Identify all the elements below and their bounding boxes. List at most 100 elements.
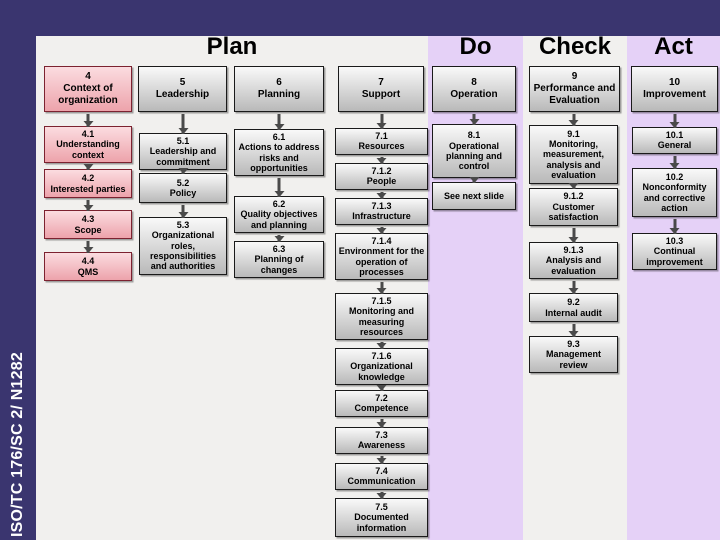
flow-arrow-icon [673,114,676,128]
flow-arrow-icon [472,178,476,183]
box-number: 6.1 [272,132,286,142]
box-label: Leadership and commitment [149,146,217,167]
header-clause-9: 9 Performance and Evaluation [529,66,620,112]
box-number: 7.5 [375,501,388,512]
flow-arrow-icon [181,169,185,174]
flow-arrow-icon [380,157,383,164]
box-number: 10.1 [665,130,684,140]
phase-title-plan: Plan [206,33,258,60]
box-label: Customer satisfaction [548,201,599,223]
box-number: 5.3 [176,220,190,230]
box-number: 7.3 [375,430,388,440]
box-label: Operation [450,89,498,100]
box-label: Quality objectives and planning [240,209,318,230]
box-label: Communication [347,476,416,487]
box-number: 7.1.2 [371,166,392,176]
flow-arrow-icon [380,419,383,428]
box-label: Support [361,89,401,100]
header-clause-10: 10 Improvement [631,66,718,112]
box-clause-10-2: 10.2 Nonconformity and corrective action [632,156,717,217]
box-number: 8 [471,77,477,88]
box-label: See next slide [443,190,505,201]
flow-arrow-icon [472,114,476,125]
box-label: Monitoring and measuring resources [349,306,414,338]
box-clause-9-3: 9.3 Management review [529,324,618,374]
box-label: Planning of changes [254,254,304,275]
box-number: 7.1.4 [371,236,392,246]
flow-arrow-icon [380,227,383,234]
sidebar-vertical-label: ISO/TC 176/SC 2/ N1282 [9,352,26,537]
box-clause-6-1: 6.1 Actions to address risks and opportu… [234,114,324,177]
box-label: Policy [169,188,197,198]
box-number: 9.1.2 [563,191,584,202]
box-label: Awareness [357,440,406,451]
box-label: Internal audit [545,307,602,318]
box-clause-7-1-5: 7.1.5 Monitoring and measuring resources [335,282,428,341]
phase-title-do: Do [459,33,492,60]
box-label: Actions to address risks and opportuniti… [238,142,320,174]
flow-arrow-icon [572,228,575,243]
flow-arrow-icon [673,219,676,234]
box-clause-4-3: 4.3 Scope [44,200,132,239]
box-clause-9-1-3: 9.1.3 Analysis and evaluation [529,228,618,280]
box-clause-7-5: 7.5 Documented information [335,492,428,537]
box-label: Infrastructure [352,211,411,222]
box-label: Leadership [155,89,210,100]
flow-arrow-icon [86,200,90,211]
flow-arrow-icon [380,342,383,349]
box-label: Environment for the operation of process… [338,246,425,278]
flow-arrow-icon [181,205,185,218]
box-clause-7-3: 7.3 Awareness [335,419,428,454]
box-label: General [657,140,692,151]
box-clause-6-3: 6.3 Planning of changes [234,235,324,279]
box-label: Improvement [643,89,706,100]
flow-arrow-icon [380,114,383,129]
box-label: Analysis and evaluation [545,255,602,276]
box-label: Understanding context [56,139,120,160]
flow-arrow-icon [572,184,575,189]
box-label: People [366,176,397,187]
box-clause-5-3: 5.3 Organizational roles, responsibiliti… [139,205,227,275]
box-number: 5.2 [176,177,190,188]
box-label: Competence [354,403,409,414]
box-number: 4.1 [81,129,95,139]
box-clause-7-1-4: 7.1.4 Environment for the operation of p… [335,227,428,281]
box-number: 6.2 [272,199,286,209]
box-clause-7-1: 7.1 Resources [335,114,428,155]
flow-arrow-icon [572,324,575,337]
flow-arrow-icon [572,281,575,294]
phase-title-act: Act [654,33,693,60]
box-number: 4.4 [81,256,95,267]
box-label: Resources [358,141,405,152]
box-label: Scope [74,224,102,235]
box-number: 9.1 [567,128,580,139]
box-label: Organizational knowledge [350,361,413,382]
flow-arrow-icon [380,192,383,199]
box-clause-7-1-3: 7.1.3 Infrastructure [335,192,428,225]
box-number: 7.1 [375,131,388,141]
flow-arrow-icon [572,114,575,126]
box-number: 4.2 [81,173,95,184]
box-number: 6.3 [272,244,286,254]
box-clause-10-3: 10.3 Continual improvement [632,219,717,271]
box-clause-7-2: 7.2 Competence [335,386,428,417]
box-number: 9.1.3 [563,245,584,255]
box-clause-7-1-6: 7.1.6 Organizational knowledge [335,342,428,386]
box-clause-5-1: 5.1 Leadership and commitment [139,114,227,171]
box-number: 8.1 [467,130,481,141]
box-clause-5-2: 5.2 Policy [139,169,227,203]
box-number: 7 [378,77,384,88]
box-label: Interested parties [50,183,126,194]
box-label: Continual improvement [646,246,703,267]
box-number: 10 [668,77,681,88]
box-label: Performance and Evaluation [533,83,616,106]
header-clause-5: 5 Leadership [138,66,227,112]
box-label: Monitoring, measurement, analysis and ev… [542,138,605,181]
header-clause-7: 7 Support [338,66,424,112]
header-clause-6: 6 Planning [234,66,324,112]
box-number: 7.2 [375,393,388,403]
box-clause-8-1: 8.1 Operational planning and control [432,114,516,178]
box-label: Organizational roles, responsibilities a… [149,230,217,272]
box-clause-4-4: 4.4 QMS [44,241,132,281]
